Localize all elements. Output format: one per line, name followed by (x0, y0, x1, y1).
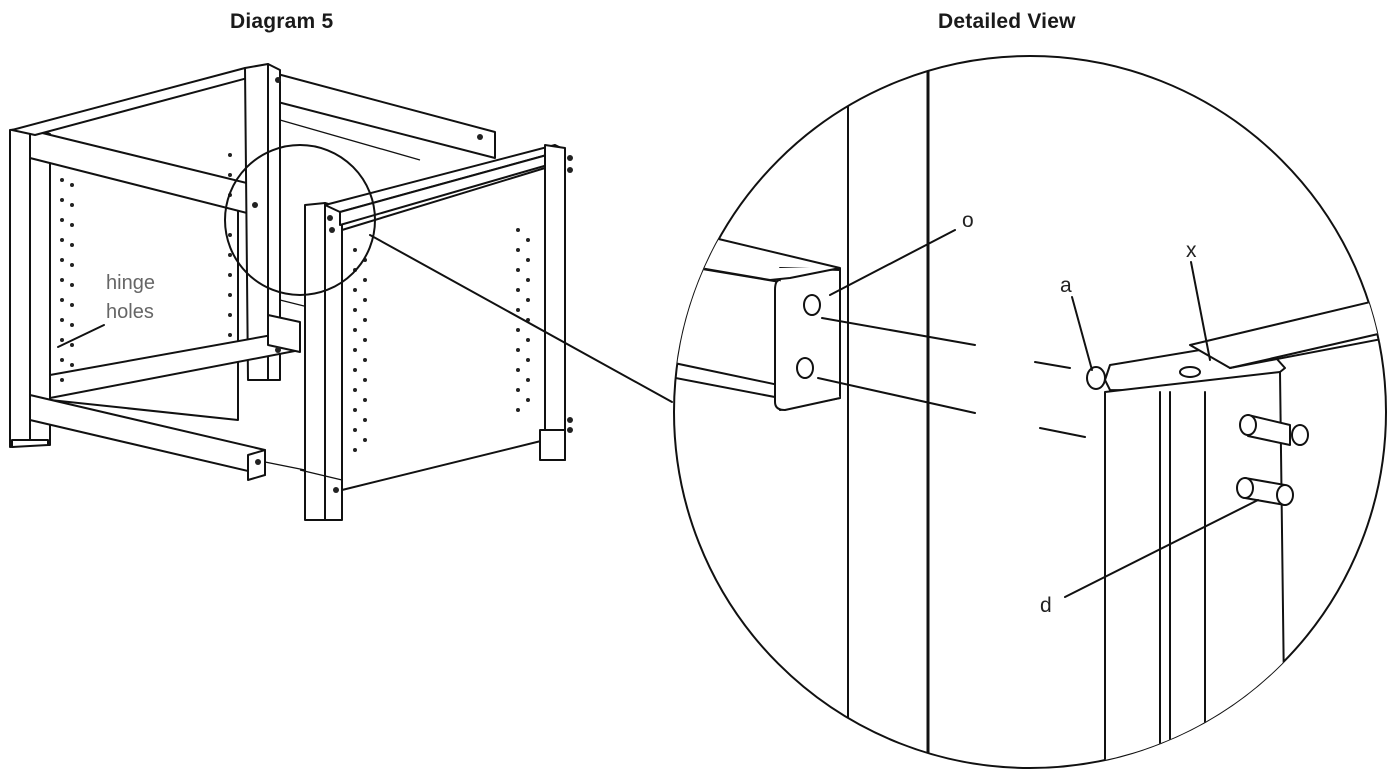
label-a: a (1060, 274, 1072, 297)
callout-line (369, 234, 673, 403)
cabinet-frame (9, 63, 673, 521)
diagram-title: Diagram 5 (230, 10, 334, 33)
label-o: o (962, 209, 974, 232)
detail-view-title: Detailed View (938, 10, 1076, 33)
magnifier-circle (224, 144, 376, 296)
hinge-holes-leader (57, 324, 105, 348)
hinge-holes-label-line2: holes (106, 301, 154, 323)
hinge-holes (60, 77, 573, 493)
label-x: x (1186, 239, 1197, 262)
detail-circle (673, 55, 1387, 769)
label-d: d (1040, 594, 1052, 617)
hinge-holes-label-line1: hinge (106, 272, 155, 294)
detail-view (673, 55, 1387, 769)
